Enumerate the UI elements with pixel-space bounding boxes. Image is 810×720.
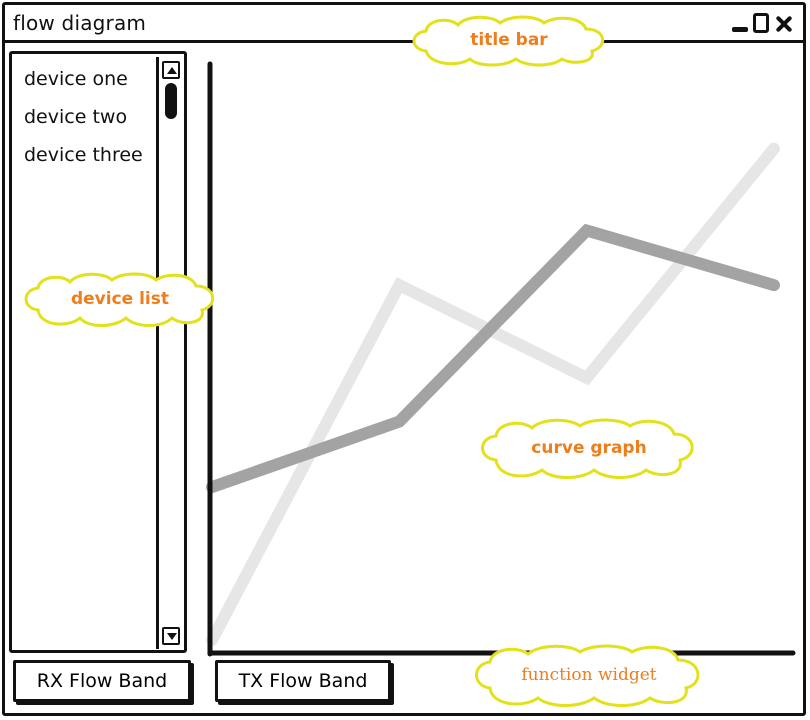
graph-series-line — [206, 223, 780, 494]
annotation-function-widget: function widget — [468, 642, 710, 708]
cloud-shape — [24, 272, 214, 327]
title-bar[interactable]: flow diagram — [5, 5, 803, 43]
rx-flow-band-button[interactable]: RX Flow Band — [13, 660, 191, 702]
curve-graph-canvas — [206, 61, 796, 657]
annotation-label: curve graph — [531, 438, 647, 458]
device-list: device one device two device three — [9, 51, 187, 653]
list-item[interactable]: device two — [24, 106, 128, 128]
window-title: flow diagram — [13, 11, 147, 35]
cloud-shape — [481, 418, 694, 479]
annotation-label: title bar — [470, 30, 548, 50]
annotation-curve-graph: curve graph — [474, 416, 704, 480]
scroll-down-arrow-icon[interactable] — [162, 627, 180, 645]
scroll-thumb[interactable] — [165, 83, 177, 119]
close-icon[interactable] — [773, 13, 795, 35]
annotation-device-list: device list — [18, 270, 222, 328]
window-controls — [731, 13, 795, 35]
annotation-label: device list — [70, 289, 170, 309]
tx-flow-band-button[interactable]: TX Flow Band — [215, 660, 391, 702]
list-item[interactable]: device three — [24, 144, 143, 166]
cloud-shape — [475, 644, 700, 707]
annotation-title-bar: title bar — [406, 13, 612, 67]
device-list-scrollbar[interactable] — [156, 57, 182, 649]
list-item[interactable]: device one — [24, 68, 128, 90]
graph-series-line — [206, 142, 780, 646]
cloud-shape — [412, 15, 604, 67]
device-list-items: device one device two device three — [24, 60, 143, 174]
maximize-icon[interactable] — [753, 13, 769, 33]
annotation-label: function widget — [521, 665, 657, 685]
scroll-up-arrow-icon[interactable] — [162, 61, 180, 79]
minimize-icon[interactable] — [731, 13, 749, 35]
curve-graph — [198, 50, 798, 660]
